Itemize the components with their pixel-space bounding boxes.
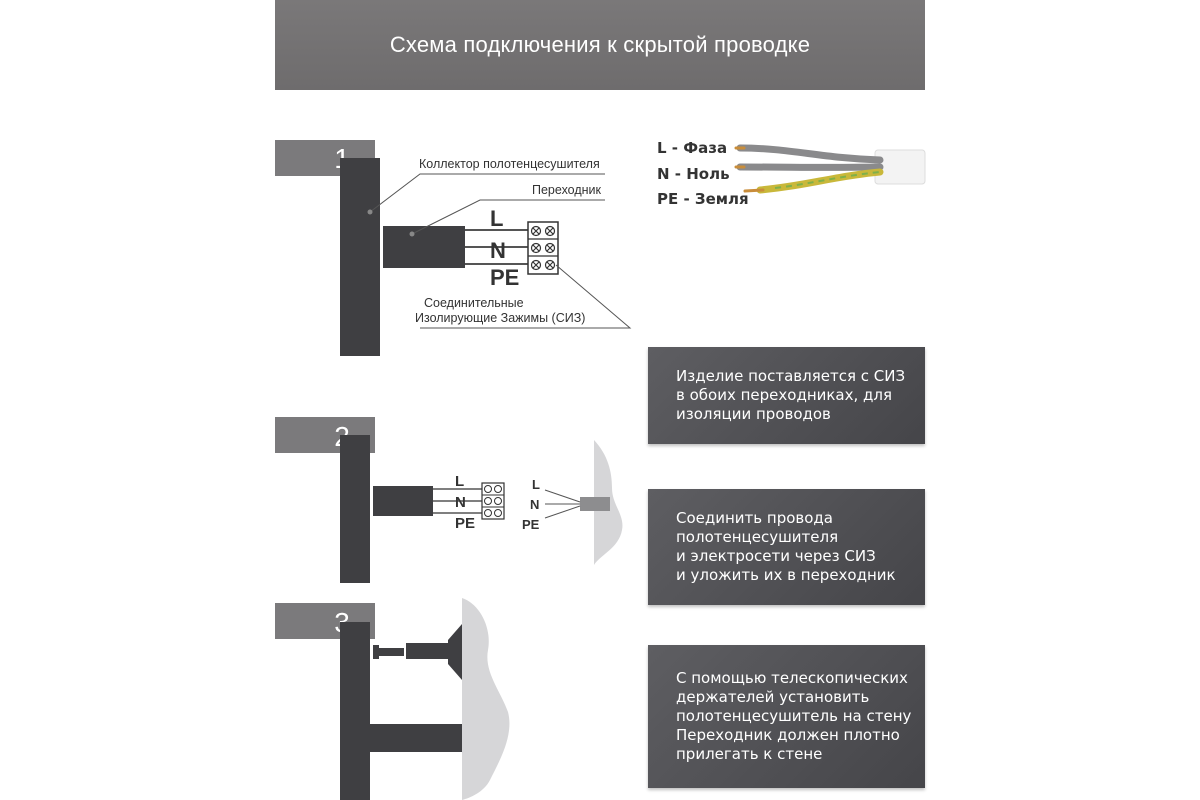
wire2-label-l: L [455, 473, 464, 490]
adapter-block [383, 226, 465, 268]
info-box-3: С помощью телескопических держателей уст… [648, 645, 925, 788]
holder-upper-tip [373, 645, 379, 659]
leader-dot-collector [367, 209, 373, 215]
info-1-line-3: изоляции проводов [676, 405, 831, 423]
legend-phase: L - Фаза [657, 139, 728, 157]
wall-label-l: L [532, 477, 540, 492]
info-2-line-3: и электросети через СИЗ [676, 547, 876, 565]
info-2-line-4: и уложить их в переходник [676, 566, 896, 584]
holder-lower [370, 724, 462, 752]
label-clamps-line2: Изолирующие Зажимы (СИЗ) [415, 311, 585, 325]
legend-ground: PE - Земля [657, 190, 749, 208]
cable-illustration [734, 144, 926, 194]
leader-dot-adapter [409, 231, 415, 237]
clamp-screws-1 [530, 225, 556, 271]
info-box-1: Изделие поставляется с СИЗ в обоих перех… [648, 347, 925, 444]
collector-bar-3 [340, 622, 370, 800]
wires-1 [465, 229, 528, 265]
wire2-label-n: N [455, 494, 466, 511]
adapter-flange-3 [448, 624, 462, 680]
info-2-line-1: Соединить провода [676, 509, 833, 527]
clamp-screws-2 [484, 485, 502, 517]
holder-upper-rod [379, 648, 404, 656]
collector-bar [340, 158, 380, 356]
title-banner: Схема подключения к скрытой проводке [275, 0, 925, 90]
info-3-line-2: держателей установить [676, 688, 870, 706]
label-adapter: Переходник [532, 183, 602, 197]
info-box-2: Соединить провода полотенцесушителя и эл… [648, 489, 925, 605]
wall-label-pe: PE [522, 517, 540, 532]
label-collector: Коллектор полотенцесушителя [419, 157, 600, 171]
wire2-label-pe: PE [455, 515, 475, 532]
info-1-line-2: в обоих переходниках, для [676, 386, 893, 404]
info-3-line-3: полотенцесушитель на стену [676, 707, 912, 725]
label-clamps-line1: Соединительные [424, 296, 524, 310]
leader-lines-1 [369, 173, 632, 329]
wall-label-n: N [530, 497, 539, 512]
wall-outlet-2 [580, 497, 610, 511]
info-3-line-5: прилегать к стене [676, 745, 823, 763]
collector-bar-2 [340, 435, 370, 583]
wire-label-pe: PE [490, 265, 519, 290]
info-1-line-1: Изделие поставляется с СИЗ [676, 367, 906, 385]
page-title: Схема подключения к скрытой проводке [389, 32, 811, 57]
wall-wires-2 [544, 489, 581, 519]
step-1: 1 L N PE [275, 140, 632, 356]
wire-label-n: N [490, 238, 506, 263]
info-3-line-4: Переходник должен плотно [676, 726, 900, 744]
step-2: 2 L N PE L N PE [275, 417, 623, 583]
wire-label-l: L [490, 206, 503, 231]
legend-neutral: N - Ноль [657, 164, 730, 183]
clamp-block-2 [481, 482, 505, 520]
info-3-line-1: С помощью телескопических [676, 669, 908, 687]
wall-3 [462, 598, 510, 800]
holder-upper-sleeve [406, 643, 448, 659]
adapter-block-2 [373, 486, 433, 516]
wire-legend: L - Фаза N - Ноль PE - Земля [657, 136, 749, 213]
info-2-line-2: полотенцесушителя [676, 528, 839, 546]
wires-2 [433, 488, 482, 514]
step-3: 3 [275, 598, 510, 800]
clamp-block-1 [527, 221, 559, 275]
